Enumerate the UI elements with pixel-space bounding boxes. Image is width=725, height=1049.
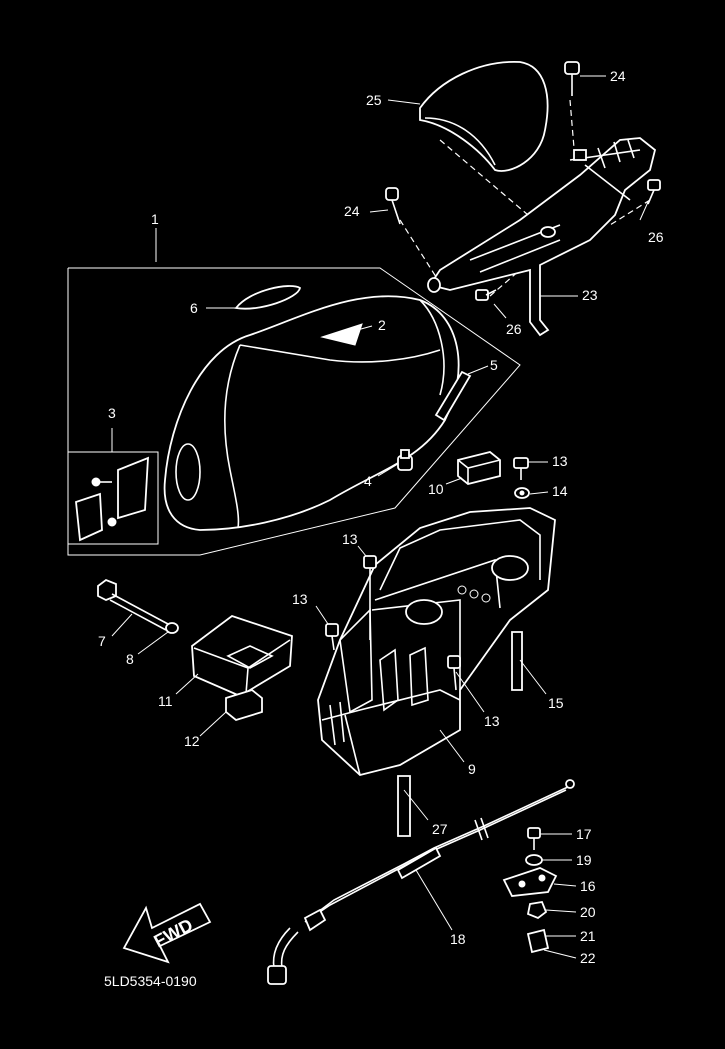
- callout-12: 12: [184, 733, 200, 749]
- block-part-12: [225, 688, 263, 722]
- bolt-26-right: [647, 179, 661, 205]
- leader-lines: [111, 75, 649, 959]
- cushion-part-25: [419, 61, 549, 172]
- bracket-part-16: [502, 867, 558, 897]
- hose-part-15: [511, 631, 523, 691]
- bolt-part-7: [97, 578, 169, 631]
- callout-2: 2: [378, 317, 386, 333]
- seat-assembly-group-outline: [67, 228, 521, 556]
- bolt-13-box-right: [447, 655, 461, 691]
- cap-part-21: [526, 928, 550, 954]
- callout-6: 6: [190, 300, 198, 316]
- bolt-24-left: [385, 187, 401, 225]
- callout-17: 17: [576, 826, 592, 842]
- bolt-13-washer-14: [513, 457, 530, 499]
- trim-part-6: [234, 285, 302, 310]
- seat-lock-cable-part-18: [267, 779, 575, 985]
- callout-25: 25: [366, 92, 382, 108]
- callout-22: 22: [580, 950, 596, 966]
- callout-9: 9: [468, 761, 476, 777]
- screw-part-17: [527, 827, 541, 850]
- callout-13-box-top: 13: [342, 531, 358, 547]
- strip-part-5: [434, 370, 472, 422]
- callout-20: 20: [580, 904, 596, 920]
- callout-21: 21: [580, 928, 596, 944]
- callout-11: 11: [158, 693, 173, 709]
- callout-27: 27: [432, 821, 448, 837]
- washer-part-8: [165, 622, 179, 634]
- callout-10: 10: [428, 481, 444, 497]
- callout-18: 18: [450, 931, 466, 947]
- callout-3: 3: [108, 405, 116, 421]
- damper-part-4: [397, 449, 413, 471]
- washer-part-19: [525, 854, 543, 866]
- storage-box-part-9: [317, 507, 556, 776]
- callout-24-top: 24: [610, 68, 626, 84]
- seat-part: [163, 295, 460, 531]
- callout-13-box-right: 13: [484, 713, 500, 729]
- forward-direction-arrow: FWD: [122, 902, 212, 964]
- callout-8: 8: [126, 651, 134, 667]
- callout-5: 5: [490, 357, 498, 373]
- tray-part-11: [191, 614, 293, 698]
- callout-16: 16: [580, 878, 596, 894]
- bolt-13-box-left: [325, 623, 339, 651]
- hose-part-27: [397, 775, 411, 837]
- bolt-26-lower: [475, 289, 497, 301]
- bolt-24-top: [564, 61, 580, 96]
- nut-part-20: [526, 900, 548, 920]
- drawing-code: 5LD5354-0190: [104, 973, 197, 989]
- rear-carrier-part-23: [427, 137, 657, 337]
- bolt-13-box-top: [363, 555, 377, 640]
- callout-1: 1: [151, 211, 159, 227]
- callout-4: 4: [364, 473, 372, 489]
- callout-14: 14: [552, 483, 568, 499]
- callout-19: 19: [576, 852, 592, 868]
- callout-13-box-left: 13: [292, 591, 308, 607]
- block-part-10: [457, 451, 501, 485]
- callout-labels: 1 2 3 4 5 6 7 8 9 10 11 12 13 13 13 13 1…: [98, 68, 664, 966]
- callout-26-lower: 26: [506, 321, 522, 337]
- callout-15: 15: [548, 695, 564, 711]
- callout-23: 23: [582, 287, 598, 303]
- lock-detail-inset: [67, 428, 159, 545]
- callout-26-right: 26: [648, 229, 664, 245]
- callout-24-left: 24: [344, 203, 360, 219]
- callout-13-top-right: 13: [552, 453, 568, 469]
- callout-7: 7: [98, 633, 106, 649]
